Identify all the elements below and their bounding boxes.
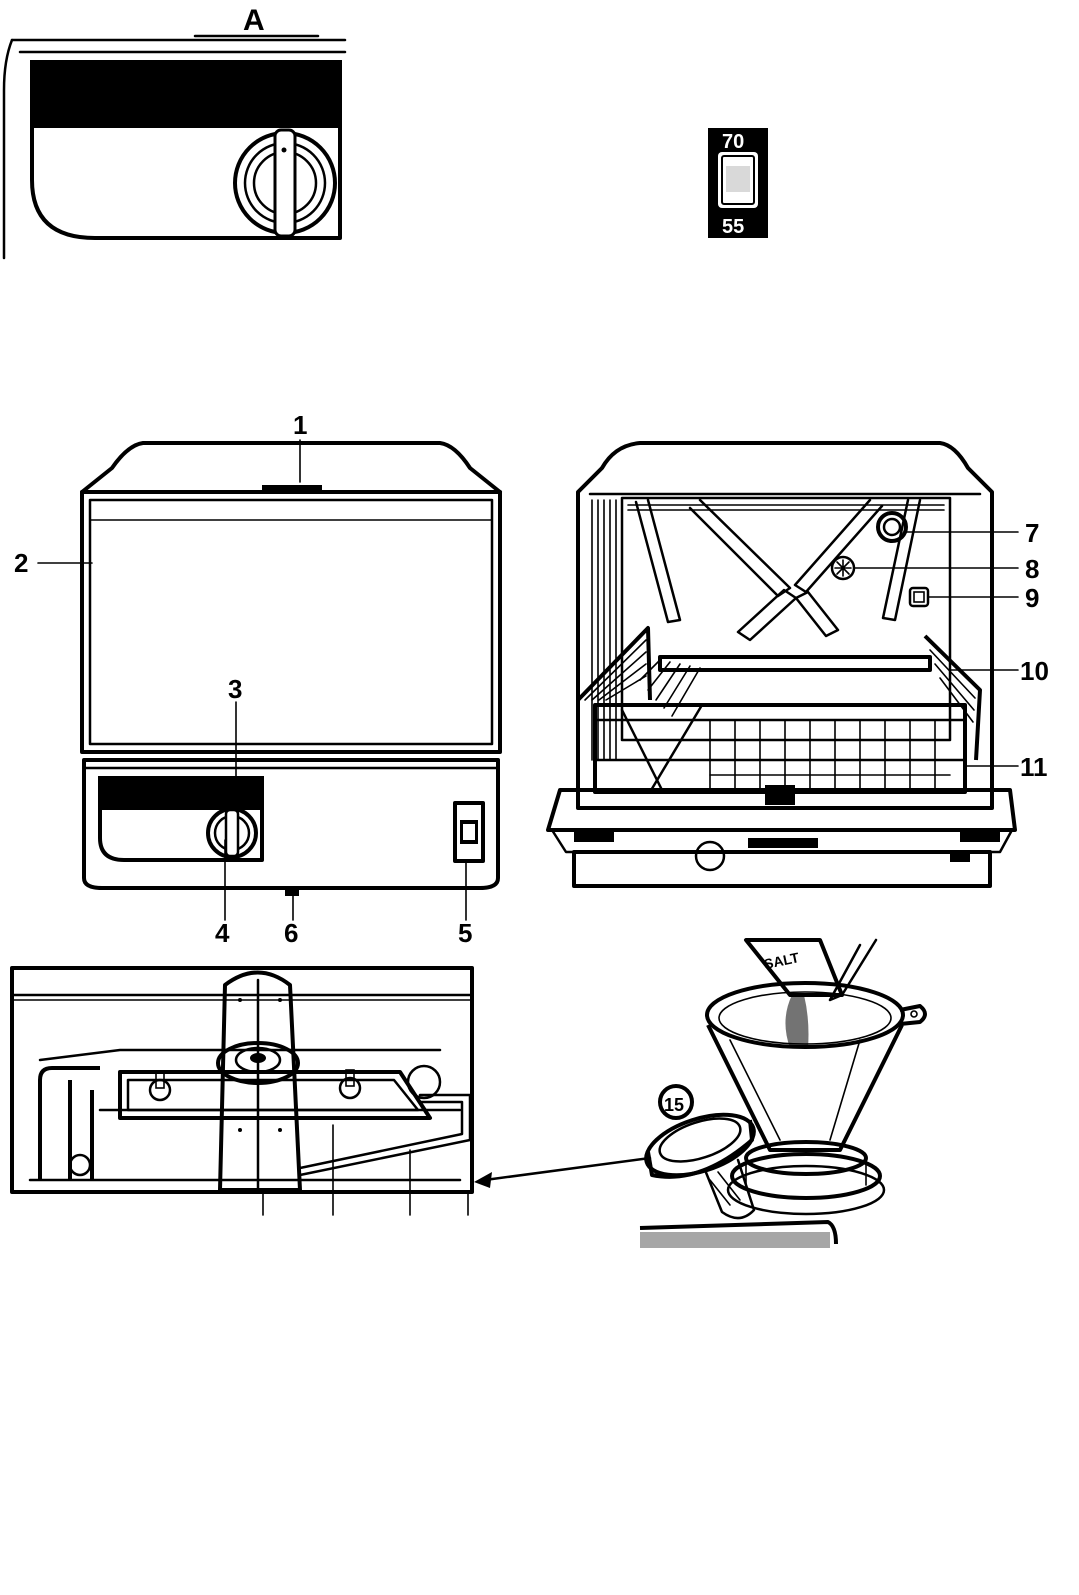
rinse-aid-dispenser (876, 511, 908, 543)
program-knob (233, 128, 337, 238)
front-knob (206, 807, 258, 859)
spray-tower (218, 970, 302, 1192)
callout-5: 5 (458, 918, 472, 948)
dishwasher-open-view: 7 8 9 10 11 (546, 441, 1049, 888)
callout-9: 9 (1025, 583, 1039, 613)
lid-handle (262, 485, 322, 493)
thermostat-switch: 70 55 (708, 128, 768, 238)
callout-2: 2 (14, 548, 28, 578)
thermostat-high-value: 70 (722, 131, 744, 153)
front-thermostat (453, 801, 485, 863)
panel-dark-strip (32, 60, 340, 128)
callout-7: 7 (1025, 518, 1039, 548)
spray-arm-filter-detail (10, 966, 652, 1216)
left-wall-ridges (591, 499, 617, 761)
indicator-9 (908, 586, 930, 608)
thermostat-low-value: 55 (722, 216, 744, 238)
dish-basket (576, 626, 982, 805)
callout-6: 6 (284, 918, 298, 948)
funnel (705, 981, 905, 1049)
callout-8: 8 (1025, 554, 1039, 584)
callout-15-circle (658, 1084, 694, 1120)
salt-filling-illustration: SALT 15 (639, 938, 927, 1248)
callout-1: 1 (293, 410, 307, 440)
salt-bag-label: SALT (762, 949, 801, 972)
callout-11: 11 (1020, 752, 1048, 782)
callout-10: 10 (1020, 656, 1049, 686)
pointer-arrow (483, 1156, 652, 1182)
callout-4: 4 (215, 918, 230, 948)
dishwasher-front-view: 1 2 3 4 6 5 (14, 410, 502, 948)
panel-a-label: A (243, 4, 265, 37)
callout-3: 3 (228, 674, 242, 704)
salt-container-cap (644, 1112, 756, 1220)
control-panel-detail: A (2, 4, 347, 260)
callout-15: 15 (664, 1095, 684, 1115)
salt-stream (785, 995, 809, 1048)
